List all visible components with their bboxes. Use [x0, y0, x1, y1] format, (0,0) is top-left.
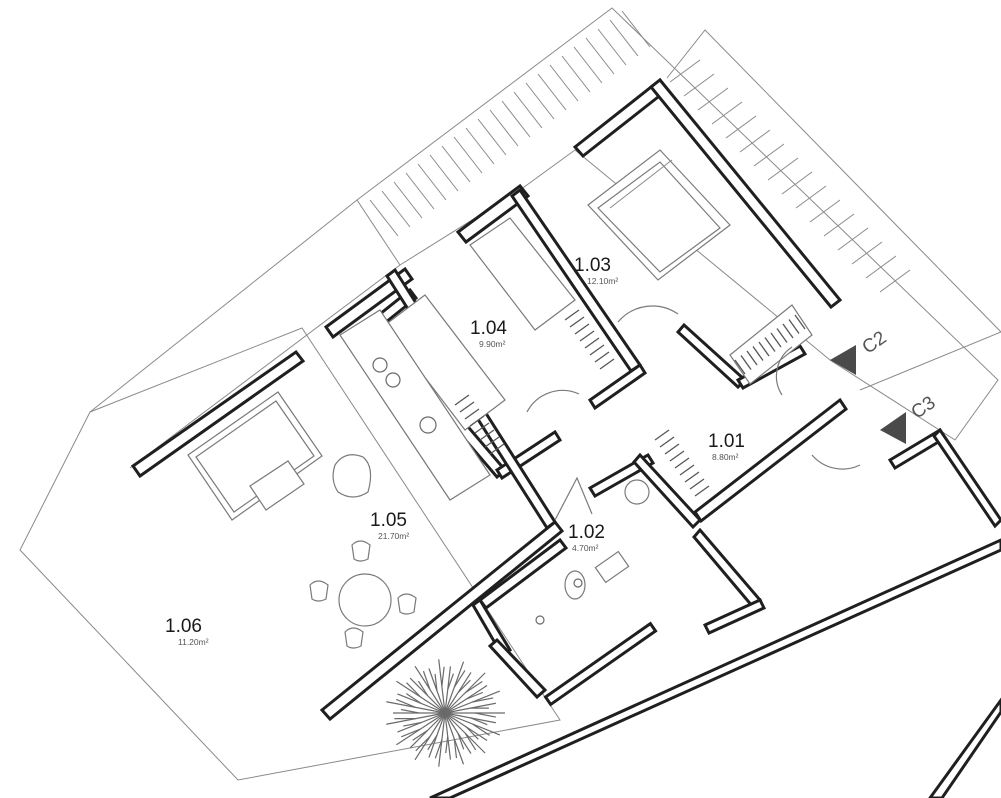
room-number: 1.04 — [470, 318, 507, 339]
room-area: 4.70m² — [572, 543, 599, 553]
section-label-c3: C3 — [908, 392, 940, 423]
room-number: 1.01 — [708, 431, 745, 452]
room-label-1-05: 1.05 21.70m² — [370, 510, 409, 541]
section-arrow-c3 — [880, 412, 906, 444]
section-marker-c2: C2 — [830, 327, 891, 375]
door-swings — [526, 305, 861, 521]
bathroom-fixtures — [535, 479, 650, 625]
wardrobe-hatch-1 — [734, 314, 806, 375]
room-number: 1.03 — [574, 255, 611, 276]
room-number: 1.06 — [165, 616, 202, 637]
room-area: 21.70m² — [378, 531, 409, 541]
room-area: 9.90m² — [479, 339, 506, 349]
room-label-1-01: 1.01 8.80m² — [708, 431, 745, 462]
room-104-furniture — [384, 217, 615, 455]
section-label-c2: C2 — [859, 327, 891, 358]
living-room-furniture — [187, 309, 491, 649]
room-number: 1.02 — [568, 522, 605, 543]
terrace-railing-slats — [369, 10, 911, 293]
room-label-1-06: 1.06 11.20m² — [165, 616, 209, 647]
room-area: 8.80m² — [712, 452, 739, 462]
room-label-1-04: 1.04 9.90m² — [470, 318, 507, 349]
bedroom-furniture — [587, 149, 813, 385]
room-number: 1.05 — [370, 510, 407, 531]
room-area: 11.20m² — [178, 637, 209, 647]
section-arrow-c2 — [830, 345, 856, 375]
hall-wardrobe-hatch — [654, 429, 710, 497]
room-label-1-03: 1.03 12.10m² — [574, 255, 618, 286]
room-area: 12.10m² — [587, 276, 618, 286]
room-label-1-02: 1.02 4.70m² — [568, 522, 605, 553]
tree-symbol — [386, 659, 505, 767]
